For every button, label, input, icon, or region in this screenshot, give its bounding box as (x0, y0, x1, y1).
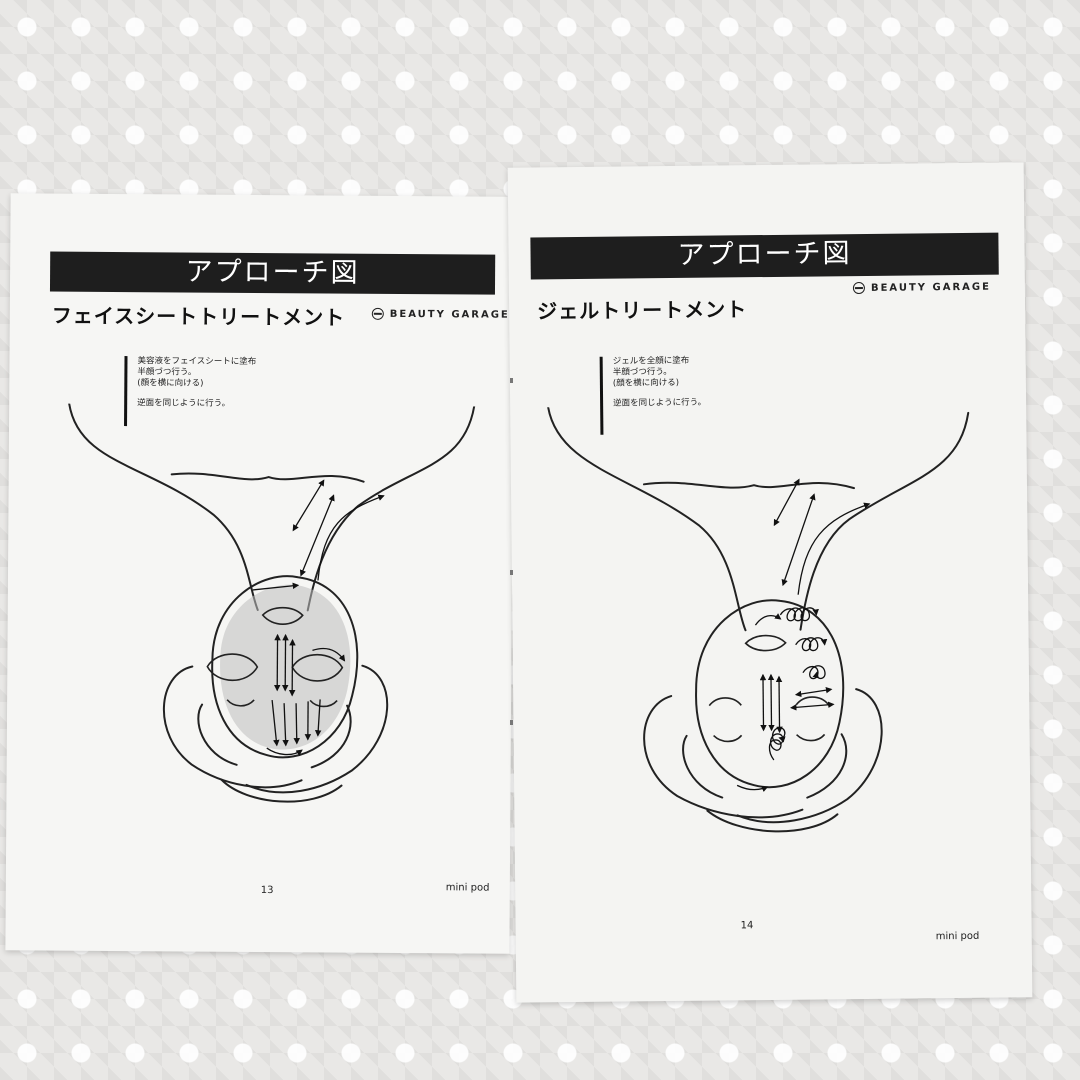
left-brand-text: BEAUTY GARAGE (389, 308, 510, 321)
left-subtitle: フェイスシートトリートメント (51, 303, 346, 330)
left-brand: BEAUTY GARAGE (371, 307, 510, 321)
left-instruction-line: (顔を横に向ける) (137, 378, 204, 389)
left-page: アプローチ図 フェイスシートトリートメント BEAUTY GARAGE 美容液を… (5, 193, 515, 954)
binding-staple (510, 378, 513, 383)
right-footer: mini pod (935, 930, 980, 943)
face-sheet-illustration (68, 403, 476, 803)
left-instruction-line: 半顔づつ行う。 (137, 367, 197, 378)
right-page-number: 14 (740, 920, 754, 932)
beauty-garage-logo-icon (852, 281, 865, 295)
gel-treatment-illustration (547, 406, 970, 833)
right-subtitle: ジェルトリートメント (537, 297, 748, 324)
binding-staple (510, 720, 513, 725)
left-page-number: 13 (260, 885, 274, 897)
left-banner-title: アプローチ図 (49, 251, 496, 295)
right-page: アプローチ図 ジェルトリートメント BEAUTY GARAGE ジェルを全顔に塗… (507, 162, 1033, 1003)
right-banner-title: アプローチ図 (530, 232, 999, 280)
beauty-garage-logo-icon (371, 307, 384, 320)
right-brand-text: BEAUTY GARAGE (870, 281, 991, 294)
left-instruction-line: 美容液をフェイスシートに塗布 (137, 356, 257, 367)
binding-staple (510, 570, 513, 575)
right-brand: BEAUTY GARAGE (852, 281, 991, 295)
left-footer: mini pod (445, 882, 490, 894)
